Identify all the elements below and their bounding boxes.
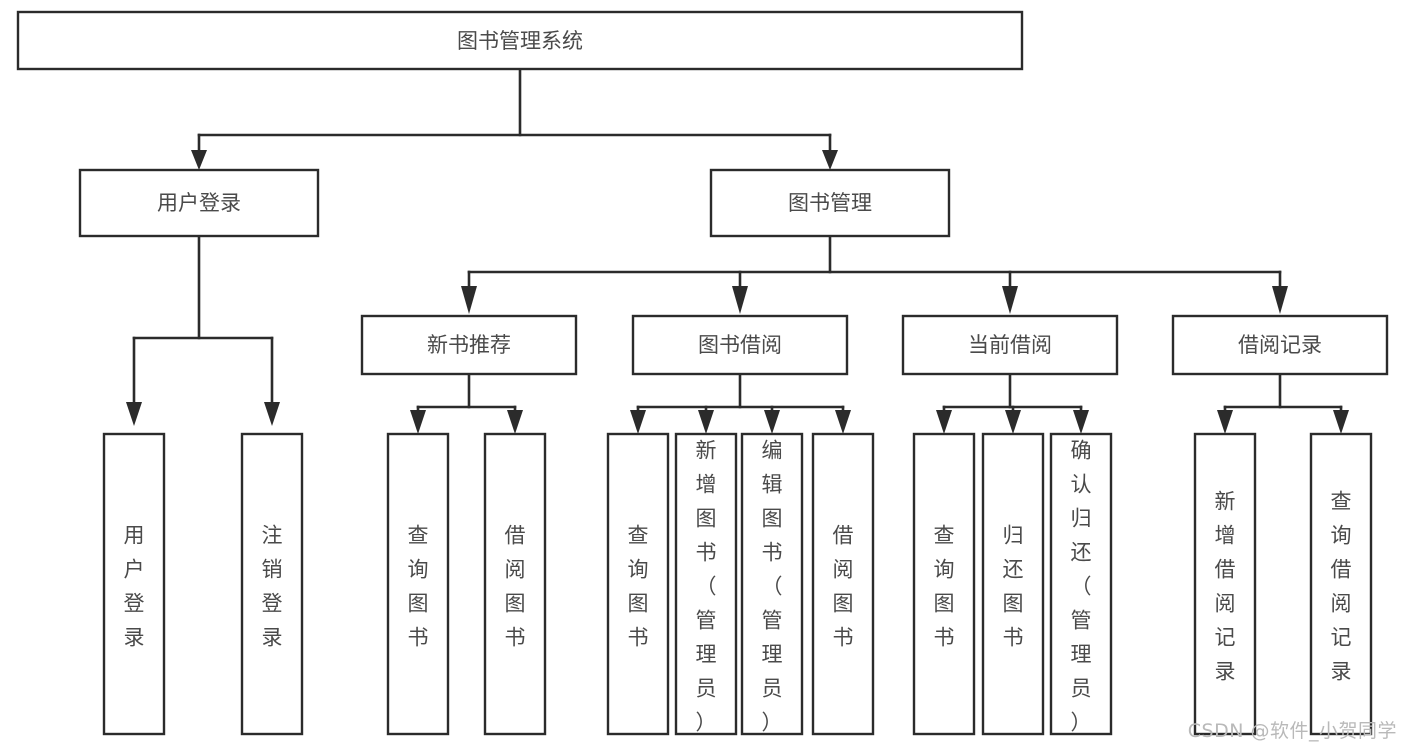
node-book-management[interactable]: 图书管理 [709, 168, 951, 238]
node-book-borrow-box[interactable] [631, 314, 849, 376]
node-leaf-query-record-box[interactable] [1309, 432, 1373, 736]
node-leaf-add-book-box[interactable] [674, 432, 738, 736]
node-book-management-label: 图书管理 [788, 191, 872, 215]
node-leaf-add-book-label: 新增图书（管理员） [696, 439, 717, 735]
node-user-login-label: 用户登录 [157, 191, 241, 215]
node-leaf-query-book-3[interactable]: 查询图书 [912, 432, 976, 736]
node-leaf-edit-book-box[interactable] [740, 432, 804, 736]
node-leaf-query-book-2-label: 查询图书 [628, 524, 649, 650]
node-leaf-user-login-label: 用户登录 [124, 524, 145, 650]
node-leaf-confirm-return[interactable]: 确认归还（管理员） [1049, 432, 1113, 736]
arrow-root-to-user-login [191, 150, 207, 170]
node-new-book-recommend-box[interactable] [360, 314, 578, 376]
node-root-label: 图书管理系统 [457, 29, 583, 53]
node-current-borrow-label: 当前借阅 [968, 333, 1052, 357]
arrow-to-leaf-add-record [1217, 410, 1233, 434]
node-leaf-query-book-3-box[interactable] [912, 432, 976, 736]
node-leaf-query-book-2[interactable]: 查询图书 [606, 432, 670, 736]
arrow-to-leaf-borrow-book-1 [507, 410, 523, 434]
nodes-layer: 图书管理系统 用户登录 图书管理 新书推荐 图书借阅 [16, 10, 1389, 736]
node-root[interactable]: 图书管理系统 [16, 10, 1024, 71]
node-borrow-record[interactable]: 借阅记录 [1171, 314, 1389, 376]
node-leaf-add-record-label: 新增借阅记录 [1215, 490, 1236, 684]
node-new-book-recommend[interactable]: 新书推荐 [360, 314, 578, 376]
node-leaf-query-book-1-label: 查询图书 [408, 524, 429, 650]
arrow-to-leaf-add-book [698, 410, 714, 434]
node-current-borrow-box[interactable] [901, 314, 1119, 376]
node-leaf-return-book[interactable]: 归还图书 [981, 432, 1045, 736]
node-leaf-borrow-book-1-box[interactable] [483, 432, 547, 736]
node-new-book-recommend-label: 新书推荐 [427, 333, 511, 357]
arrow-to-leaf-borrow-book-2 [835, 410, 851, 434]
node-leaf-edit-book-label: 编辑图书（管理员） [762, 439, 783, 735]
node-leaf-user-logout-box[interactable] [240, 432, 304, 736]
csdn-watermark: CSDN @软件_小贺同学 [1187, 720, 1397, 742]
arrow-to-leaf-query-book-3 [936, 410, 952, 434]
node-leaf-query-book-1-box[interactable] [386, 432, 450, 736]
node-root-box[interactable] [16, 10, 1024, 71]
node-borrow-record-box[interactable] [1171, 314, 1389, 376]
arrow-to-leaf-user-logout [264, 402, 280, 426]
node-leaf-query-record[interactable]: 查询借阅记录 [1309, 432, 1373, 736]
node-leaf-add-record-box[interactable] [1193, 432, 1257, 736]
node-user-login[interactable]: 用户登录 [78, 168, 320, 238]
node-leaf-return-book-box[interactable] [981, 432, 1045, 736]
arrow-to-current-borrow [1002, 286, 1018, 314]
arrow-to-leaf-return-book [1005, 410, 1021, 434]
arrow-root-to-book-management [822, 150, 838, 170]
arrow-to-new-book-recommend [461, 286, 477, 314]
node-leaf-borrow-book-1-label: 借阅图书 [505, 524, 526, 650]
arrow-to-leaf-query-book-2 [630, 410, 646, 434]
node-leaf-edit-book[interactable]: 编辑图书（管理员） [740, 432, 804, 736]
node-leaf-user-logout[interactable]: 注销登录 [240, 432, 304, 736]
node-leaf-query-book-1[interactable]: 查询图书 [386, 432, 450, 736]
arrow-to-leaf-query-record [1333, 410, 1349, 434]
node-leaf-borrow-book-2[interactable]: 借阅图书 [811, 432, 875, 736]
arrow-to-book-borrow [732, 286, 748, 314]
node-current-borrow[interactable]: 当前借阅 [901, 314, 1119, 376]
node-leaf-confirm-return-label: 确认归还（管理员） [1071, 439, 1092, 735]
arrow-to-leaf-confirm-return [1073, 410, 1089, 434]
node-leaf-borrow-book-2-label: 借阅图书 [833, 524, 854, 650]
node-leaf-return-book-label: 归还图书 [1003, 524, 1024, 650]
arrow-to-leaf-query-book-1 [410, 410, 426, 434]
node-user-login-box[interactable] [78, 168, 320, 238]
arrow-to-leaf-edit-book [764, 410, 780, 434]
node-leaf-add-record[interactable]: 新增借阅记录 [1193, 432, 1257, 736]
node-leaf-query-record-label: 查询借阅记录 [1331, 490, 1352, 684]
node-leaf-borrow-book-1[interactable]: 借阅图书 [483, 432, 547, 736]
node-leaf-borrow-book-2-box[interactable] [811, 432, 875, 736]
arrow-to-leaf-user-login [126, 402, 142, 426]
node-leaf-user-logout-label: 注销登录 [262, 524, 283, 650]
node-leaf-add-book[interactable]: 新增图书（管理员） [674, 432, 738, 736]
node-borrow-record-label: 借阅记录 [1238, 333, 1322, 357]
node-leaf-query-book-3-label: 查询图书 [934, 524, 955, 650]
node-leaf-user-login[interactable]: 用户登录 [102, 432, 166, 736]
node-book-management-box[interactable] [709, 168, 951, 238]
node-leaf-confirm-return-box[interactable] [1049, 432, 1113, 736]
arrow-to-borrow-record [1272, 286, 1288, 314]
edges-layer [126, 67, 1349, 434]
node-leaf-user-login-box[interactable] [102, 432, 166, 736]
node-leaf-query-book-2-box[interactable] [606, 432, 670, 736]
node-book-borrow-label: 图书借阅 [698, 333, 782, 357]
node-book-borrow[interactable]: 图书借阅 [631, 314, 849, 376]
